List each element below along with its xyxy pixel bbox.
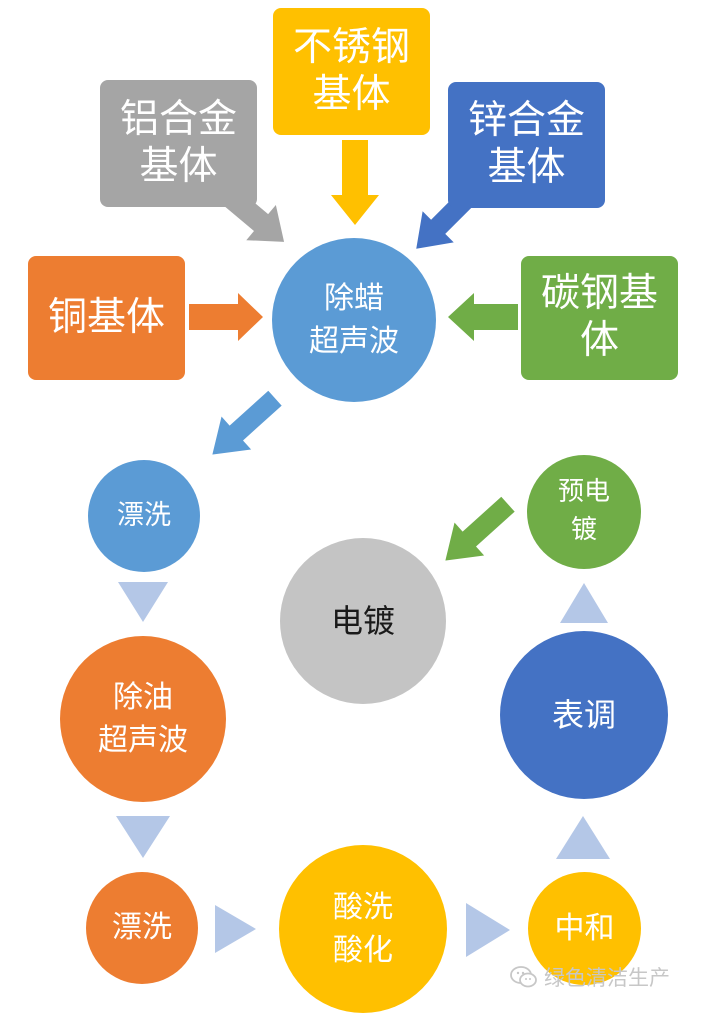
substrate-carbon-steel: 碳钢基 体 [521, 256, 678, 380]
step-rinse-2: 漂洗 [86, 872, 198, 984]
step-electroplating: 电镀 [280, 538, 446, 704]
substrate-zinc-alloy: 锌合金 基体 [448, 82, 605, 208]
arrow-pickling-to-neutralize [466, 903, 510, 957]
substrate-stainless-steel: 不锈钢 基体 [273, 8, 430, 135]
substrate-aluminum-alloy: 铝合金 基体 [100, 80, 257, 207]
arrow-preplating-to-plating [442, 493, 518, 563]
watermark: 绿色清洁生产 [510, 960, 700, 994]
arrow-stainless-to-wax [331, 140, 379, 225]
arrow-conditioning-to-preplating [560, 583, 608, 623]
arrow-neutralize-to-conditioning [556, 816, 610, 859]
step-degrease-ultrasonic: 除油 超声波 [60, 636, 226, 802]
step-wax-removal-ultrasonic: 除蜡 超声波 [272, 238, 436, 402]
arrow-rinse1-to-degrease [118, 582, 168, 622]
step-rinse-1: 漂洗 [88, 460, 200, 572]
arrow-rinse2-to-pickling [215, 905, 256, 953]
watermark-text: 绿色清洁生产 [544, 966, 670, 990]
wechat-icon [510, 966, 537, 988]
step-pre-plating: 预电 镀 [527, 455, 641, 569]
step-pickling-acidification: 酸洗 酸化 [279, 845, 447, 1013]
step-neutralization: 中和 [528, 872, 641, 985]
substrate-copper: 铜基体 [28, 256, 185, 380]
arrow-degrease-to-rinse2 [116, 816, 170, 858]
step-surface-conditioning: 表调 [500, 631, 668, 799]
arrow-wax-to-rinse [209, 387, 285, 457]
arrow-copper-to-wax [189, 293, 263, 341]
arrow-carbon-to-wax [448, 293, 518, 341]
